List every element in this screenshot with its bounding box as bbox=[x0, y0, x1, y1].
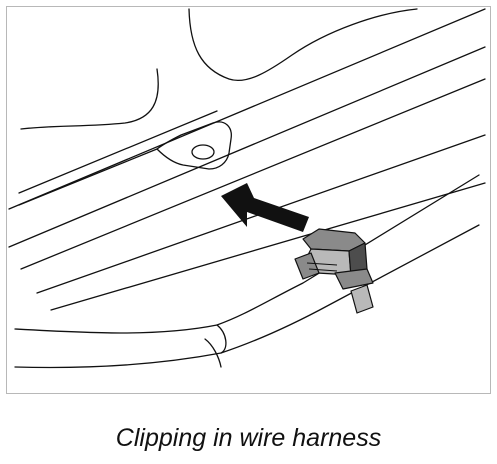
mounting-tab bbox=[156, 121, 232, 170]
rail-line-5 bbox=[50, 182, 486, 311]
rail-line-3 bbox=[20, 78, 486, 270]
illustration-frame bbox=[6, 6, 491, 394]
rail-line-2 bbox=[8, 46, 486, 248]
rail-line-7 bbox=[18, 148, 158, 206]
wire-harness-tube-band-2 bbox=[216, 324, 227, 354]
wire-harness-clip bbox=[294, 228, 374, 314]
rail-line-6 bbox=[18, 110, 218, 194]
body-panel-upper-contour bbox=[188, 8, 418, 81]
rail-line-top bbox=[8, 8, 486, 210]
wire-harness-tube-lower-edge bbox=[14, 224, 480, 369]
mounting-tab-hole bbox=[191, 144, 215, 160]
wire-harness-tube-upper-edge bbox=[14, 174, 480, 334]
push-direction-arrow bbox=[221, 183, 309, 232]
body-panel-curve bbox=[20, 68, 159, 130]
harness-clip-illustration bbox=[8, 8, 486, 369]
wire-harness-tube-band bbox=[204, 338, 222, 368]
figure-caption: Clipping in wire harness bbox=[115, 424, 382, 452]
